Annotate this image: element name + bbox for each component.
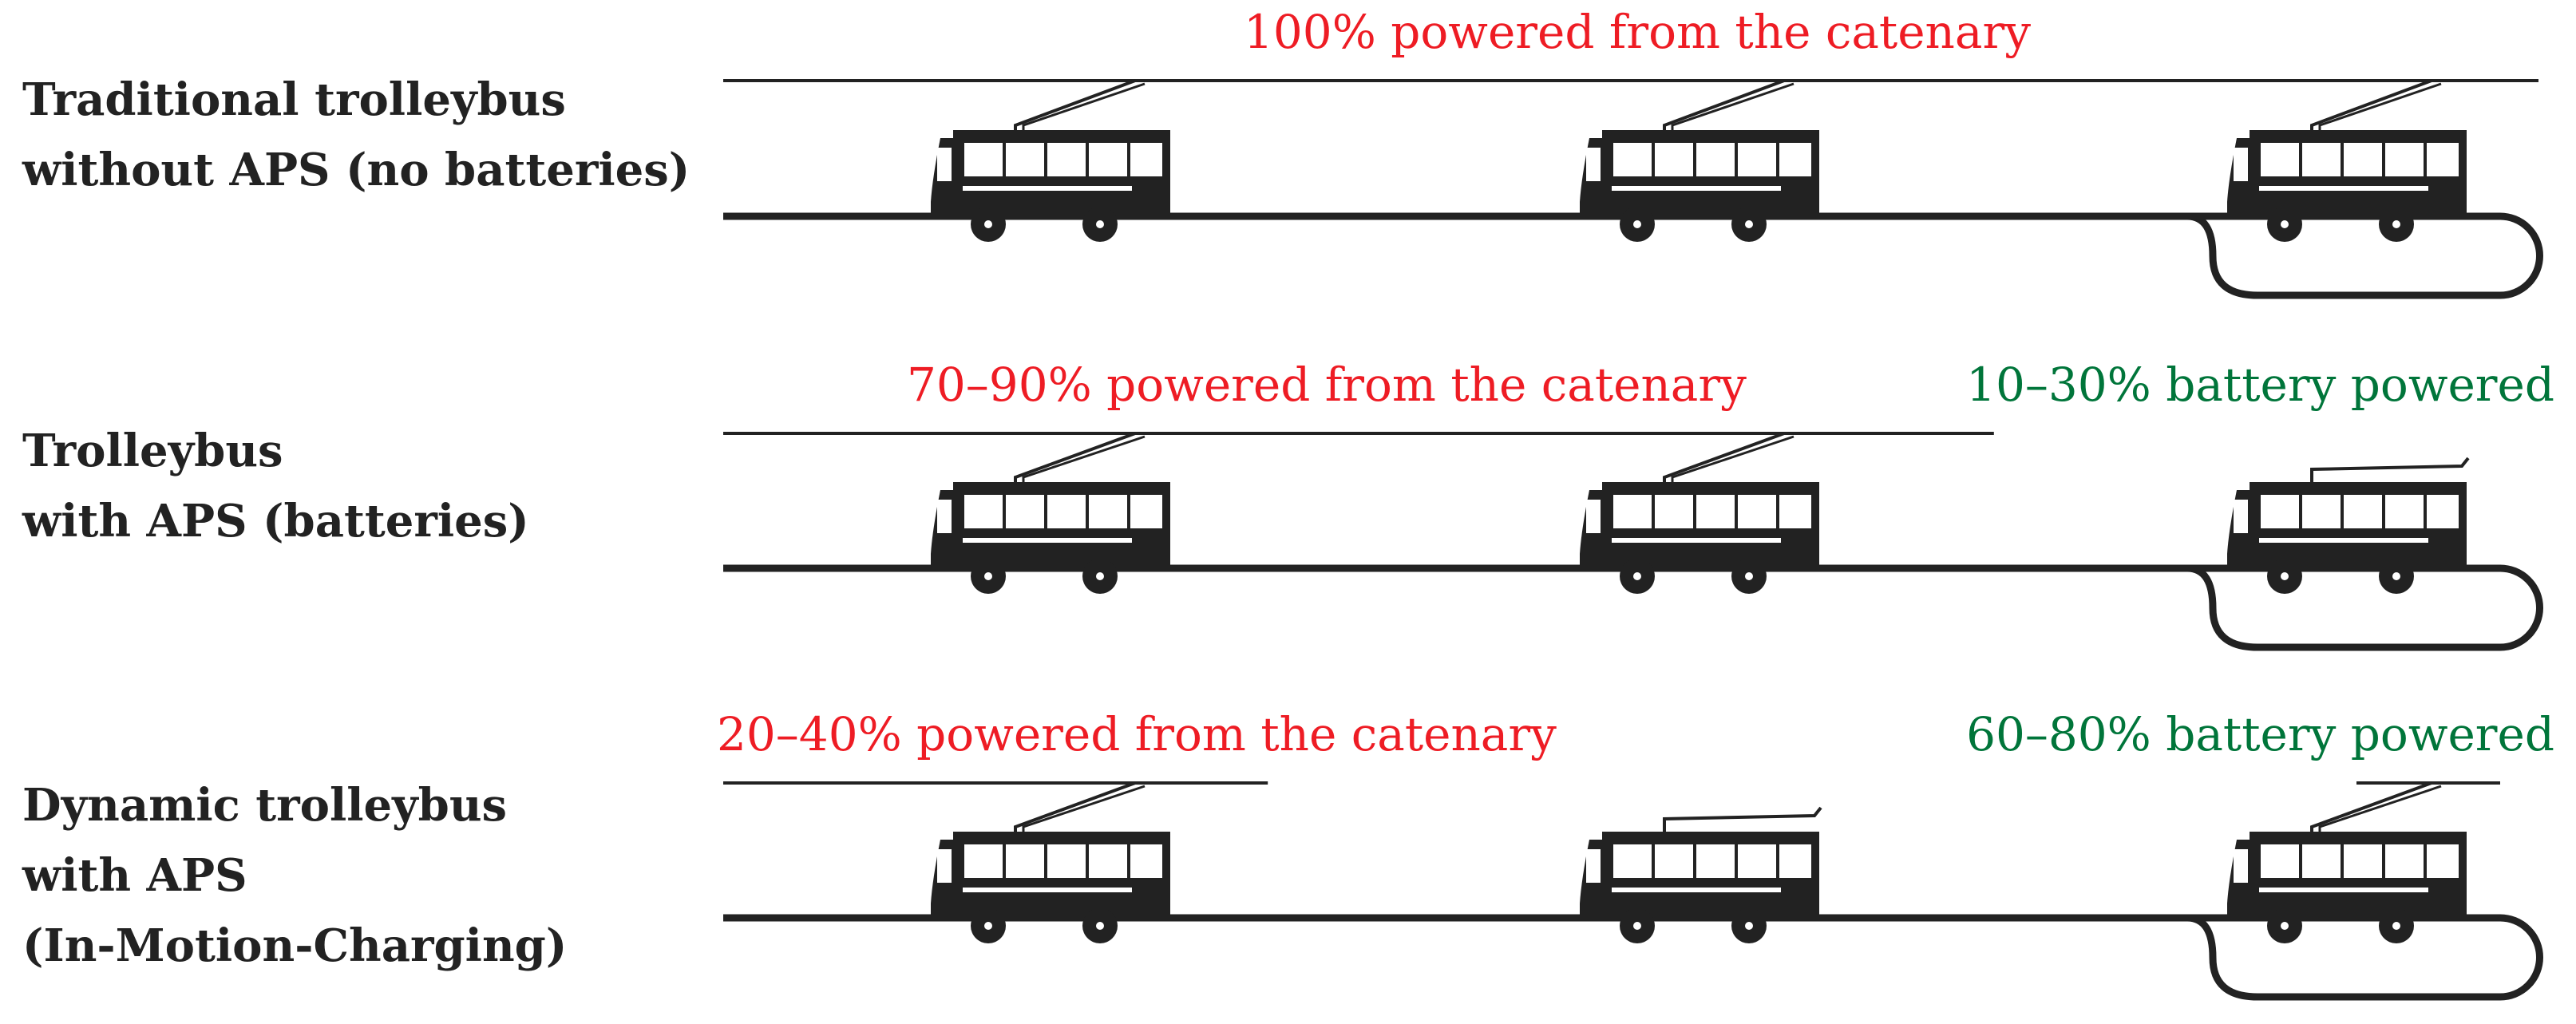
trolley-pole bbox=[1014, 432, 1136, 482]
trolleybus-icon bbox=[2227, 832, 2467, 943]
row-label-dynamic: Dynamic trolleybus with APS (In-Motion-C… bbox=[22, 770, 567, 981]
row-label-traditional: Traditional trolleybus without APS (no b… bbox=[22, 65, 690, 205]
row-label-line: Dynamic trolleybus bbox=[22, 779, 508, 832]
trolleybus-icon bbox=[1580, 482, 1819, 594]
row-label-aps: Trolleybus with APS (batteries) bbox=[22, 416, 529, 556]
trolleybus-icon bbox=[931, 130, 1170, 242]
trolleybus-icon bbox=[931, 832, 1170, 943]
catenary-share-text: 20–40% powered from the catenary bbox=[717, 707, 1557, 761]
row-label-line: with APS bbox=[22, 849, 247, 902]
trolley-pole-lowered bbox=[2310, 457, 2470, 482]
row-label-line: without APS (no batteries) bbox=[22, 144, 690, 196]
battery-share-text: 10–30% battery powered bbox=[1966, 358, 2554, 412]
row-label-line: Traditional trolleybus bbox=[22, 73, 566, 126]
trolley-pole bbox=[1663, 432, 1785, 482]
trolley-pole bbox=[1022, 82, 1146, 130]
trolleybus-icon bbox=[1580, 130, 1819, 242]
trolley-pole bbox=[1022, 435, 1146, 482]
row-label-line: with APS (batteries) bbox=[22, 495, 529, 548]
catenary-share-text: 100% powered from the catenary bbox=[1244, 5, 2031, 59]
catenary-share-text: 70–90% powered from the catenary bbox=[907, 358, 1747, 412]
row-label-line: (In-Motion-Charging) bbox=[22, 919, 568, 972]
trolley-pole bbox=[1014, 781, 1136, 832]
trolley-pole bbox=[2318, 82, 2442, 130]
trolley-pole bbox=[1014, 79, 1136, 130]
trolleybus-icon bbox=[2227, 130, 2467, 242]
trolleybus-icon bbox=[1580, 832, 1819, 943]
turnaround-loop bbox=[723, 564, 2543, 651]
trolleybus-icon bbox=[2227, 482, 2467, 594]
trolleybus-icon bbox=[931, 482, 1170, 594]
trolley-pole bbox=[2310, 781, 2432, 832]
row-label-line: Trolleybus bbox=[22, 425, 283, 477]
trolley-pole bbox=[1663, 79, 1785, 130]
battery-share-text: 60–80% battery powered bbox=[1966, 707, 2554, 761]
turnaround-loop bbox=[723, 914, 2543, 1001]
turnaround-loop bbox=[723, 212, 2543, 299]
trolley-pole bbox=[1671, 435, 1794, 482]
trolley-pole-lowered bbox=[1663, 806, 1822, 832]
trolley-pole bbox=[1022, 785, 1146, 832]
trolley-pole bbox=[2310, 79, 2432, 130]
trolley-pole bbox=[1671, 82, 1794, 130]
trolley-pole bbox=[2318, 785, 2442, 832]
